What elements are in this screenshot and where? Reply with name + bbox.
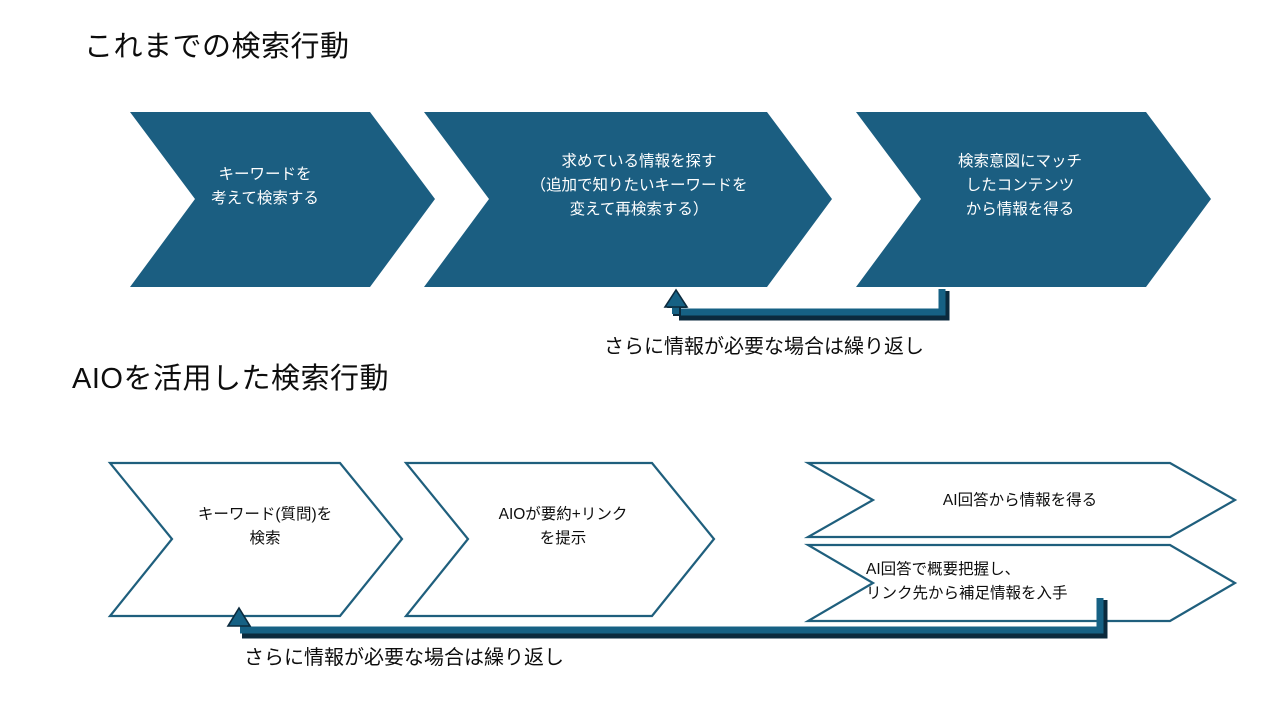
chevron-shape-step-keyword[interactable]: [130, 112, 435, 287]
loop-caption-legacy: さらに情報が必要な場合は繰り返し: [604, 336, 924, 358]
chevron-shape-step-find-info[interactable]: [424, 112, 832, 287]
chevron-shape-step-aio-keyword[interactable]: [107, 461, 404, 618]
section-title-aio-search: AIOを活用した検索行動: [72, 363, 389, 395]
chevron-shape-step-aio-answer[interactable]: [803, 461, 1238, 539]
loop-caption-aio: さらに情報が必要な場合は繰り返し: [244, 647, 564, 669]
chevron-shape-step-aio-supplement[interactable]: [803, 543, 1238, 623]
chevron-shape-step-get-info[interactable]: [856, 112, 1211, 287]
loop-arrow-aio: [226, 598, 1108, 639]
chevron-shape-step-aio-summary[interactable]: [403, 461, 716, 618]
section-title-legacy-search: これまでの検索行動: [84, 31, 350, 63]
loop-arrow-legacy: [663, 288, 950, 321]
